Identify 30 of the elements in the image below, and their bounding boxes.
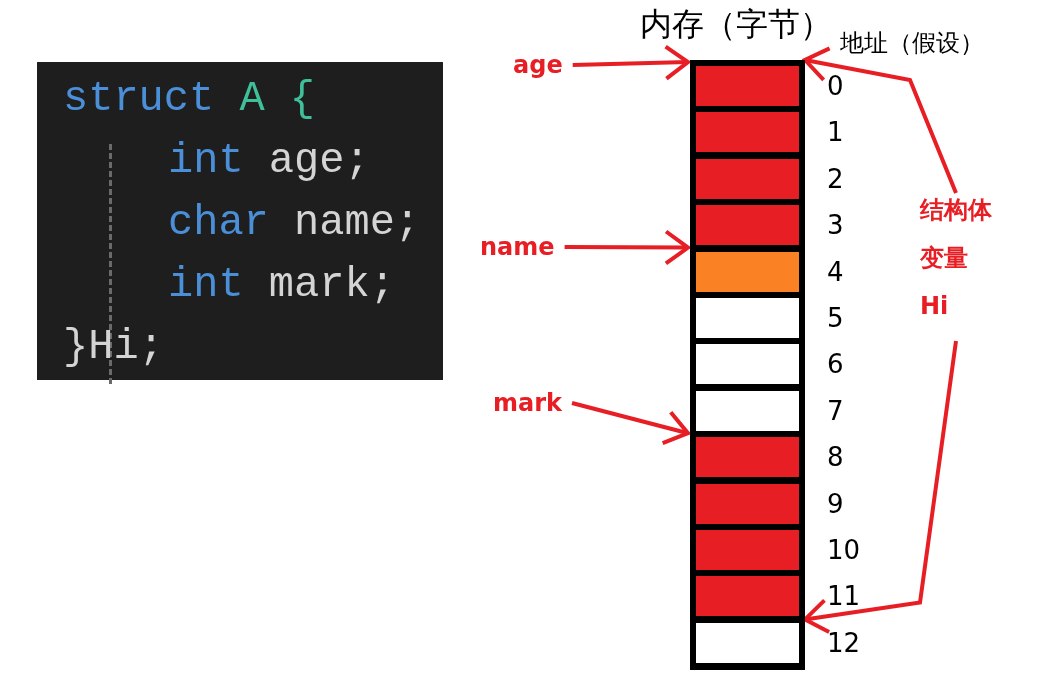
address-number: 12 (827, 626, 861, 659)
address-number: 5 (827, 302, 844, 334)
arrow (571, 401, 690, 446)
address-number: 6 (827, 348, 844, 381)
annotation-text: age (513, 50, 563, 80)
address-number: 11 (827, 580, 861, 613)
address-number: 0 (827, 70, 844, 102)
annotation-text: Hi (920, 291, 950, 321)
arrow (803, 46, 958, 194)
address-number: 1 (827, 116, 844, 149)
annotation-text: 结构体 (920, 195, 992, 225)
column-title: 内存（字节） (640, 4, 832, 44)
column-header: 地址（假设） (840, 28, 984, 58)
address-number: 10 (827, 534, 861, 566)
address-number: 4 (827, 255, 844, 288)
code-line: int mark; (168, 260, 395, 310)
code-line: }Hi; (63, 322, 164, 372)
address-number: 7 (827, 394, 844, 427)
code-line: int age; (168, 136, 370, 186)
annotation-text: mark (493, 388, 562, 418)
code-line: struct A { (63, 74, 316, 124)
annotation-text: name (480, 232, 555, 262)
address-number: 3 (827, 209, 844, 242)
annotation-text: 变量 (920, 243, 969, 273)
arrow (572, 44, 690, 81)
address-number: 9 (827, 487, 844, 520)
address-number: 2 (827, 162, 844, 195)
address-number: 8 (827, 441, 844, 474)
arrow (564, 229, 690, 266)
code-line: char name; (168, 198, 421, 248)
